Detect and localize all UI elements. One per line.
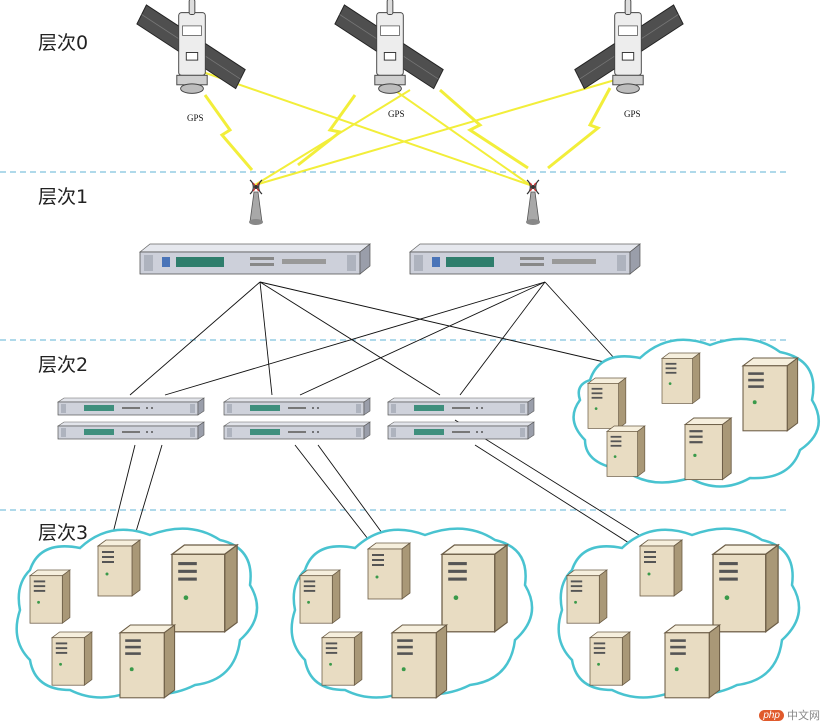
server-tower [712,544,779,633]
secondary-time-server [57,421,205,440]
tier-3-label: 层次3 [38,522,89,544]
server-tower [639,539,683,597]
server-tower [664,624,721,699]
gps-satellite [334,0,444,94]
primary-time-server [139,243,371,275]
satellite-label: GPS [187,113,204,123]
satellite-label: GPS [624,109,641,119]
gps-antenna [525,179,541,226]
server-tower [367,542,411,600]
server-tower [171,544,238,633]
satellite-label: GPS [388,109,405,119]
server-tower [684,417,732,481]
server-tower [391,624,448,699]
server-tower [321,631,363,686]
secondary-time-server [387,421,535,440]
tier-dividers [0,171,790,511]
server-tower [661,352,701,404]
server-tower [589,631,631,686]
server-tower [29,569,71,624]
secondary-time-server [57,397,205,416]
gps-satellite [574,0,684,94]
watermark-logo: php [759,709,784,721]
server-tower [97,539,141,597]
server-tower [441,544,508,633]
server-tower [51,631,93,686]
gps-satellite [136,0,246,94]
server-tower [587,377,627,429]
secondary-time-server [387,397,535,416]
server-tower [119,624,176,699]
server-tower [742,357,799,432]
secondary-time-server [223,397,371,416]
secondary-time-server [223,421,371,440]
network-links [109,281,656,551]
server-tower [606,425,646,477]
server-tower [299,569,341,624]
server-tower [566,569,608,624]
primary-time-server [409,243,641,275]
tier-0-label: 层次0 [38,32,89,54]
gps-signal-rays [196,69,616,186]
watermark-text: 中文网 [787,710,820,722]
tier-2-label: 层次2 [38,354,89,376]
tier-1-label: 层次1 [38,186,89,208]
gps-antenna [248,179,264,226]
watermark: php 中文网 [759,707,820,723]
